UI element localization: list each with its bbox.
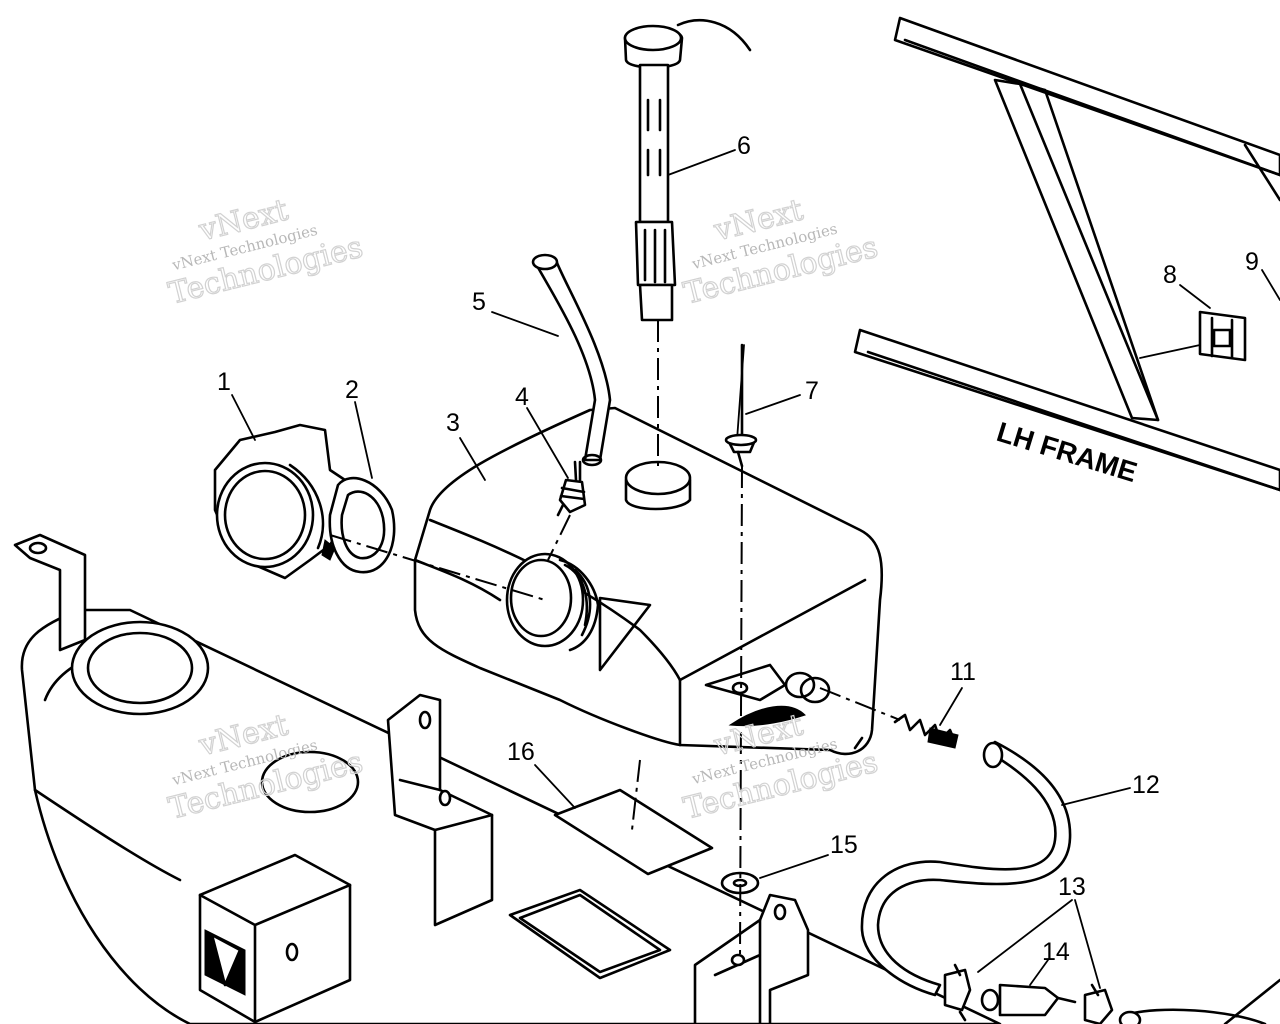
tank-pad bbox=[553, 788, 714, 876]
hose-end-right bbox=[1123, 978, 1280, 1024]
leader-lines bbox=[231, 149, 1211, 989]
fuel-filter bbox=[980, 983, 1077, 1017]
hitch-receiver bbox=[198, 853, 352, 1024]
fuel-cap bbox=[213, 423, 347, 580]
callout-1: 1 bbox=[217, 368, 231, 396]
lh-frame bbox=[853, 16, 1280, 492]
hose-clamps bbox=[943, 963, 1114, 1024]
callout-4: 4 bbox=[515, 383, 529, 411]
callout-3: 3 bbox=[446, 409, 460, 437]
callout-5: 5 bbox=[472, 288, 486, 316]
callout-9: 9 bbox=[1245, 248, 1259, 276]
lower-bracket bbox=[693, 893, 810, 1024]
assembly-centerlines bbox=[329, 320, 901, 961]
callout-15: 15 bbox=[830, 831, 858, 859]
part-9-leader bbox=[1261, 269, 1280, 301]
callout-11: 11 bbox=[950, 658, 976, 686]
callout-2: 2 bbox=[345, 376, 359, 404]
callout-16: 16 bbox=[507, 738, 535, 766]
watermark-top-left: vNext vNext Technologies Technologies bbox=[165, 192, 367, 312]
callout-13: 13 bbox=[1058, 873, 1086, 901]
vent-hose bbox=[531, 253, 612, 467]
fitting-11 bbox=[893, 713, 959, 749]
callout-14: 14 bbox=[1042, 938, 1070, 966]
callout-labels: 1 2 3 4 5 6 7 8 9 11 12 13 14 15 16 bbox=[217, 132, 1259, 966]
callout-12: 12 bbox=[1132, 771, 1160, 799]
tank-bracket bbox=[386, 693, 494, 927]
watermark-top-center: vNext vNext Technologies Technologies bbox=[680, 192, 882, 312]
callout-7: 7 bbox=[805, 377, 819, 405]
fuel-gauge bbox=[623, 19, 752, 322]
fuel-hose bbox=[860, 740, 1072, 997]
clip-part-8 bbox=[1139, 310, 1247, 362]
fitting bbox=[556, 460, 587, 517]
callout-6: 6 bbox=[737, 132, 751, 160]
screw bbox=[724, 343, 758, 468]
callout-8: 8 bbox=[1163, 261, 1177, 289]
